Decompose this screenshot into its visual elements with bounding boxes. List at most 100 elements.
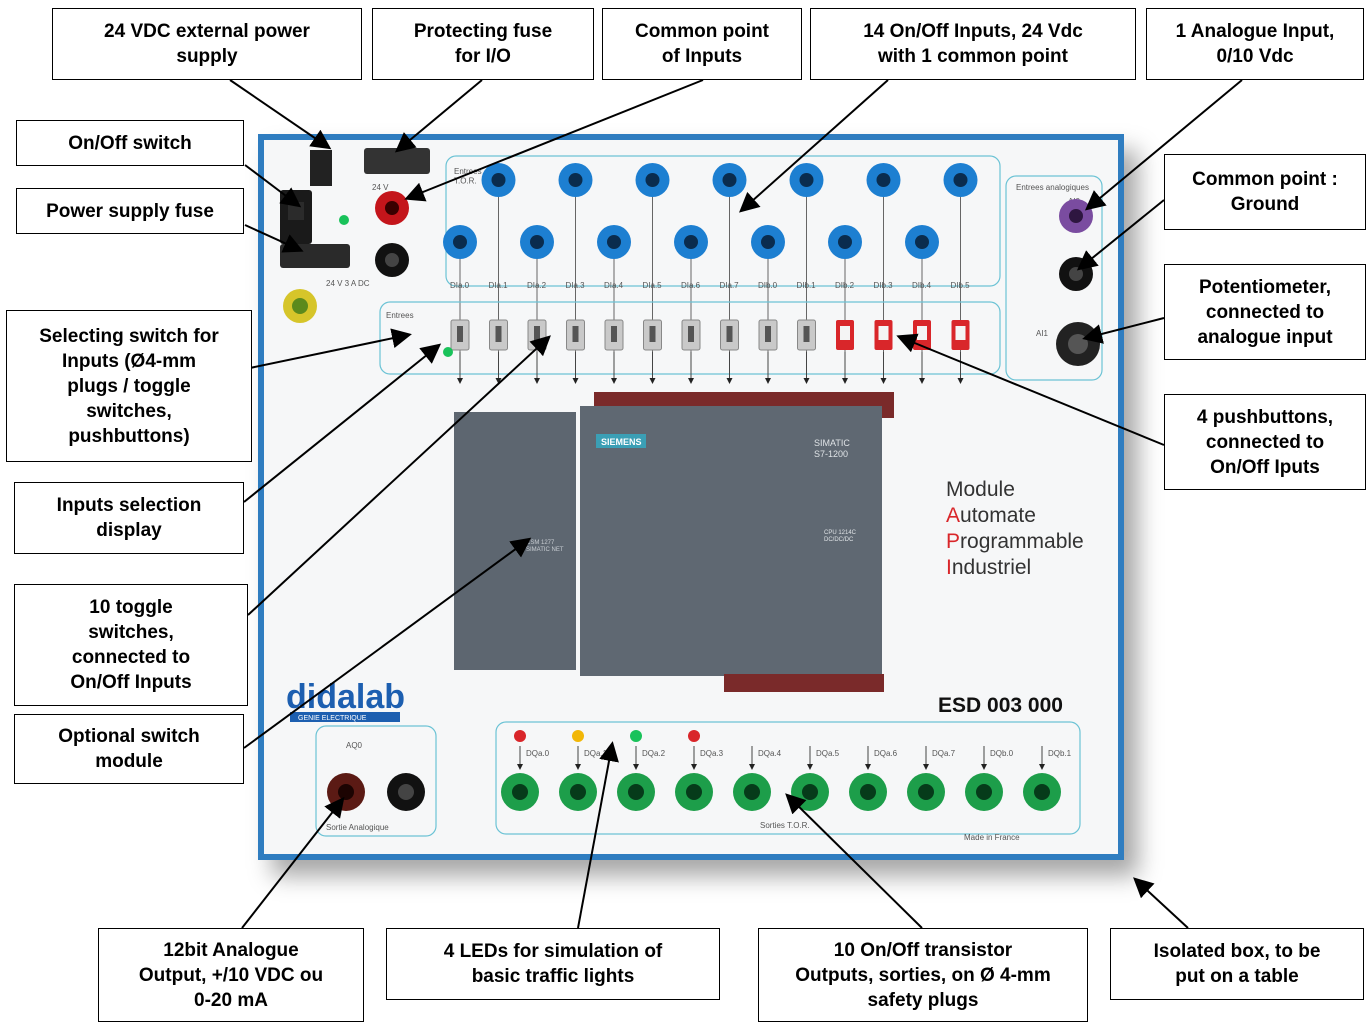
callout-common-inputs: Common point of Inputs — [602, 8, 802, 80]
led-red-1 — [514, 730, 526, 742]
leader-ext-power — [229, 79, 332, 150]
input-label-DIa.7: DIa.7 — [720, 281, 740, 290]
switch-arrow-head — [726, 378, 733, 384]
output-arrow-head — [749, 764, 755, 770]
input-label-DIa.1: DIa.1 — [489, 281, 509, 290]
switch-arrow-head — [572, 378, 579, 384]
switch-arrow-head — [649, 378, 656, 384]
callout-leds: 4 LEDs for simulation of basic traffic l… — [386, 928, 720, 1000]
selector-panel — [379, 301, 1001, 375]
power-area: 24 V 24 V 3 A DC — [280, 148, 430, 323]
leader-on-off-inputs — [739, 79, 889, 213]
output-label-DQb.1: DQb.1 — [1048, 749, 1072, 758]
plc-bottom-terminals — [724, 674, 884, 692]
callout-ext-power: 24 VDC external power supply — [52, 8, 362, 80]
made-in-label: Made in France — [964, 833, 1020, 842]
input-label-DIa.0: DIa.0 — [450, 281, 470, 290]
input-label-DIa.3: DIa.3 — [566, 281, 586, 290]
output-label-DQa.1: DQa.1 — [584, 749, 608, 758]
input-label-DIb.1: DIb.1 — [797, 281, 817, 290]
v24-dc-label: 24 V 3 A DC — [326, 279, 370, 288]
io-fuse-holder[interactable] — [364, 148, 430, 174]
callout-common-ground: Common point : Ground — [1164, 154, 1366, 230]
leader-optional-switch — [243, 537, 532, 749]
switch-arrow-head — [534, 378, 540, 384]
leader-toggle-switches — [247, 335, 551, 616]
output-label-DQb.0: DQb.0 — [990, 749, 1014, 758]
leader-selection-display — [243, 343, 442, 503]
selection-led — [443, 347, 453, 357]
input-label-DIa.2: DIa.2 — [527, 281, 547, 290]
sortie-analog-label: Sortie Analogique — [326, 823, 389, 832]
switch-arrow-head — [611, 378, 617, 384]
module-title-i: I — [946, 556, 952, 579]
v24-label: 24 V — [372, 183, 389, 192]
callout-fuse-io: Protecting fuse for I/O — [372, 8, 594, 80]
module-title-l2: Automate — [946, 504, 1036, 527]
switch-arrow-head — [957, 378, 964, 384]
module-title-l3: Programmable — [946, 530, 1084, 553]
switch-arrow-head — [919, 378, 925, 384]
input-label-DIa.5: DIa.5 — [643, 281, 663, 290]
module-title-l4: Industriel — [946, 556, 1031, 579]
input-label-DIb.3: DIb.3 — [874, 281, 894, 290]
callout-isolated-box: Isolated box, to be put on a table — [1110, 928, 1364, 1000]
output-arrow-head — [865, 764, 871, 770]
switch-arrow-head — [842, 378, 848, 384]
output-label-DQa.6: DQa.6 — [874, 749, 898, 758]
callout-power-fuse: Power supply fuse — [16, 188, 244, 234]
leader-selecting-switch — [249, 328, 412, 369]
led-yellow — [572, 730, 584, 742]
output-arrow-head — [633, 764, 639, 770]
leader-common-ground — [1076, 199, 1165, 271]
input-label-DIa.6: DIa.6 — [681, 281, 701, 290]
leader-analogue-input — [1084, 79, 1243, 211]
ext-power-jack[interactable] — [310, 150, 332, 186]
aq0-label: AQ0 — [346, 741, 363, 750]
brand-sub-label: GENIE ELECTRIQUE — [298, 715, 367, 722]
module-title-automate: utomate — [960, 504, 1036, 527]
switch-arrow-head — [495, 378, 502, 384]
output-arrow-head — [807, 764, 813, 770]
output-arrow-head — [923, 764, 929, 770]
output-arrow-head — [575, 764, 581, 770]
callout-on-off-inputs: 14 On/Off Inputs, 24 Vdc with 1 common p… — [810, 8, 1136, 80]
callout-optional-switch: Optional switch module — [14, 714, 244, 784]
leader-pushbuttons — [896, 333, 1165, 446]
callout-transistor-outputs: 10 On/Off transistor Outputs, sorties, o… — [758, 928, 1088, 1022]
leader-potentiometer — [1082, 317, 1165, 344]
callout-selection-display: Inputs selection display — [14, 482, 244, 554]
callout-toggle-switches: 10 toggle switches, connected to On/Off … — [14, 584, 248, 706]
input-label-DIa.4: DIa.4 — [604, 281, 624, 290]
callout-analogue-input: 1 Analogue Input, 0/10 Vdc — [1146, 8, 1364, 80]
inputs-panel — [445, 155, 1001, 287]
brand-label: didalab — [286, 678, 405, 716]
output-arrow-head — [691, 764, 697, 770]
siemens-label: SIEMENS — [601, 437, 642, 447]
leader-leds — [577, 741, 619, 929]
callout-potentiometer: Potentiometer, connected to analogue inp… — [1164, 264, 1366, 360]
output-label-DQa.7: DQa.7 — [932, 749, 956, 758]
callout-analogue-output: 12bit Analogue Output, +/10 VDC ou 0-20 … — [98, 928, 364, 1022]
input-label-DIb.4: DIb.4 — [912, 281, 932, 290]
switch-arrow-head — [457, 378, 463, 384]
leader-analogue-output — [241, 796, 345, 929]
analogue-output-panel — [315, 725, 437, 837]
input-label-DIb.2: DIb.2 — [835, 281, 855, 290]
module-title-programmable: rogrammable — [960, 530, 1084, 553]
output-arrow-head — [1039, 764, 1045, 770]
leader-power-fuse — [244, 224, 304, 253]
input-label-DIb.0: DIb.0 — [758, 281, 778, 290]
leader-on-off-switch — [244, 164, 302, 208]
output-label-DQa.4: DQa.4 — [758, 749, 782, 758]
module-title-l1: Module — [946, 478, 1015, 501]
output-arrow-head — [981, 764, 987, 770]
product-code: ESD 003 000 — [938, 694, 1063, 717]
input-label-DIb.5: DIb.5 — [951, 281, 971, 290]
module-title-industriel: ndustriel — [952, 556, 1031, 579]
